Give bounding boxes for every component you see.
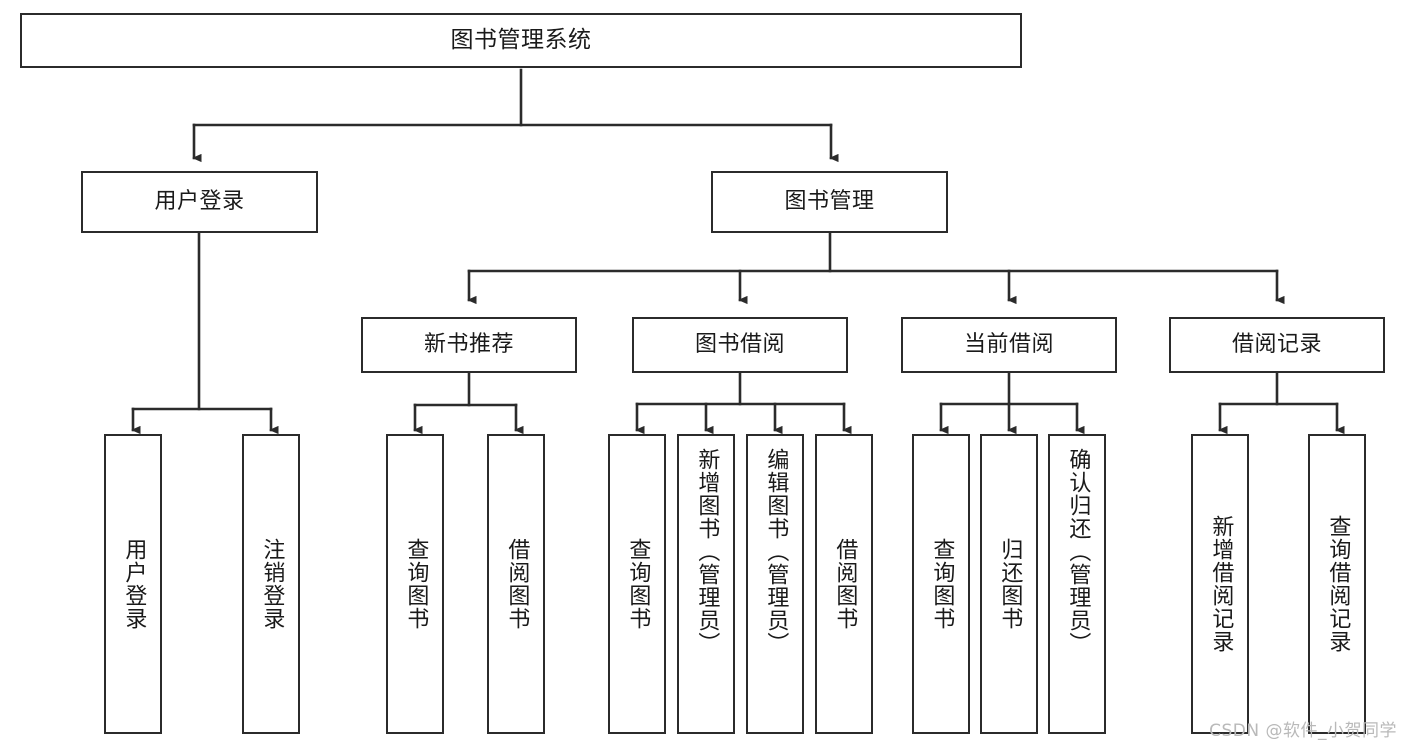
node-leaf-add-book-admin[interactable]: 新增图书（管理员） <box>677 434 735 734</box>
node-book-management[interactable]: 图书管理 <box>711 171 948 233</box>
node-leaf-borrow-book-recommend[interactable]: 借阅图书 <box>487 434 545 734</box>
node-label: 确认归还（管理员） <box>1065 448 1091 655</box>
node-label: 图书管理系统 <box>450 26 592 53</box>
node-new-book-recommend[interactable]: 新书推荐 <box>361 317 577 373</box>
node-label: 查询图书 <box>625 538 651 630</box>
node-label: 图书借阅 <box>694 331 785 357</box>
edge-group-borrowrecord-to-leaves <box>1218 371 1345 435</box>
watermark-text: CSDN @软件_小贺同学 <box>1209 721 1397 741</box>
node-borrow-record[interactable]: 借阅记录 <box>1169 317 1385 373</box>
node-leaf-query-book-recommend[interactable]: 查询图书 <box>386 434 444 734</box>
node-leaf-query-book-borrow[interactable]: 查询图书 <box>608 434 666 734</box>
node-label: 用户登录 <box>154 188 245 214</box>
node-leaf-return-book[interactable]: 归还图书 <box>980 434 1038 734</box>
node-label: 编辑图书（管理员） <box>763 448 789 655</box>
node-label: 新书推荐 <box>423 331 514 357</box>
node-label: 查询图书 <box>403 538 429 630</box>
node-label: 借阅图书 <box>832 538 858 630</box>
node-current-borrow[interactable]: 当前借阅 <box>901 317 1117 373</box>
node-label: 用户登录 <box>121 538 147 630</box>
node-label: 新增借阅记录 <box>1208 515 1234 653</box>
node-leaf-add-borrow-record[interactable]: 新增借阅记录 <box>1191 434 1249 734</box>
edge-group-bookborrow-to-leaves <box>635 371 852 435</box>
node-label: 图书管理 <box>784 188 875 214</box>
edge-group-root-to-level2 <box>192 68 839 163</box>
node-user-login[interactable]: 用户登录 <box>81 171 318 233</box>
node-label: 归还图书 <box>997 538 1023 630</box>
node-leaf-query-borrow-record[interactable]: 查询借阅记录 <box>1308 434 1366 734</box>
edge-group-newbook-to-leaves <box>413 371 524 435</box>
node-leaf-edit-book-admin[interactable]: 编辑图书（管理员） <box>746 434 804 734</box>
edge-group-bookmgmt-to-level3 <box>467 232 1285 305</box>
node-label: 新增图书（管理员） <box>694 448 720 655</box>
edge-group-userlogin-to-leaves <box>131 232 279 435</box>
node-leaf-query-book-current[interactable]: 查询图书 <box>912 434 970 734</box>
node-label: 查询图书 <box>929 538 955 630</box>
node-root-system[interactable]: 图书管理系统 <box>20 13 1022 68</box>
edge-group-currentborrow-to-leaves <box>939 371 1085 435</box>
node-leaf-logout[interactable]: 注销登录 <box>242 434 300 734</box>
node-label: 查询借阅记录 <box>1325 515 1351 653</box>
node-label: 借阅图书 <box>504 538 530 630</box>
node-leaf-user-login[interactable]: 用户登录 <box>104 434 162 734</box>
node-label: 借阅记录 <box>1231 331 1322 357</box>
node-book-borrow[interactable]: 图书借阅 <box>632 317 848 373</box>
node-leaf-borrow-book[interactable]: 借阅图书 <box>815 434 873 734</box>
node-label: 注销登录 <box>259 538 285 630</box>
node-label: 当前借阅 <box>963 331 1054 357</box>
node-leaf-confirm-return-admin[interactable]: 确认归还（管理员） <box>1048 434 1106 734</box>
